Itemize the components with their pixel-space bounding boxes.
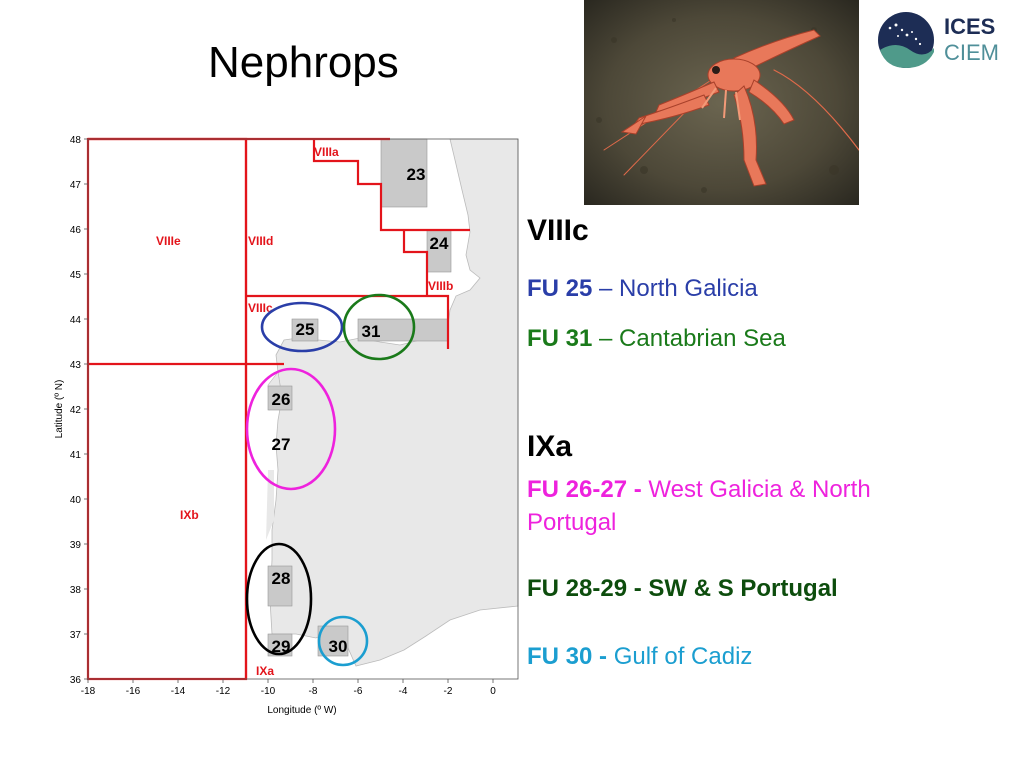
area-label-viiia: VIIIa bbox=[314, 145, 339, 159]
x-tick-label: -10 bbox=[261, 686, 276, 697]
fu2829-line: FU 28-29 - SW & S Portugal bbox=[527, 575, 838, 602]
x-tick-label: -8 bbox=[309, 686, 318, 697]
fu31-line: FU 31 – Cantabrian Sea bbox=[527, 325, 786, 353]
fu-label-29: 29 bbox=[272, 637, 291, 656]
y-tick-label: 45 bbox=[70, 270, 82, 281]
ixa-heading: IXa bbox=[527, 430, 573, 463]
area-label-ixa: IXa bbox=[256, 664, 274, 678]
ices-logo: ICES CIEM bbox=[876, 8, 1016, 70]
fu31-desc: – Cantabrian Sea bbox=[592, 325, 786, 352]
y-tick-label: 41 bbox=[70, 450, 82, 461]
y-tick-label: 47 bbox=[70, 180, 82, 191]
fu2627-desc: West Galicia & North bbox=[648, 476, 871, 503]
nephrops-photo bbox=[584, 0, 859, 205]
fu30-desc: Gulf of Cadiz bbox=[613, 643, 753, 670]
area-label-viiic: VIIIc bbox=[248, 301, 273, 315]
x-axis-title: Longitude (º W) bbox=[267, 705, 336, 716]
x-tick-label: -2 bbox=[444, 686, 453, 697]
area-label-ixb: IXb bbox=[180, 508, 199, 522]
fu-26-area bbox=[267, 385, 293, 411]
fu2627-code: FU 26-27 - bbox=[527, 476, 649, 503]
fu-30-area bbox=[317, 625, 349, 657]
logo-line2: CIEM bbox=[944, 40, 999, 65]
fu26-27-highlight bbox=[245, 367, 337, 491]
fu-label-30: 30 bbox=[329, 637, 348, 656]
fu2627-desc2: Portugal bbox=[527, 509, 617, 536]
fu30-highlight bbox=[317, 615, 369, 667]
fu-25-area bbox=[291, 318, 319, 342]
x-tick-label: -4 bbox=[399, 686, 408, 697]
fu31-code: FU 31 bbox=[527, 325, 593, 352]
fu-label-24: 24 bbox=[430, 234, 449, 253]
y-tick-label: 43 bbox=[70, 360, 82, 371]
fu-label-31: 31 bbox=[362, 322, 381, 341]
x-tick-label: -16 bbox=[126, 686, 141, 697]
fu2627-line: FU 26-27 - West Galicia & North Portugal bbox=[527, 473, 871, 539]
y-tick-label: 36 bbox=[70, 675, 82, 686]
fu25-highlight bbox=[260, 301, 344, 353]
fu-24-area bbox=[426, 229, 452, 273]
logo-line1: ICES bbox=[944, 14, 995, 39]
fu-29-area bbox=[267, 633, 293, 657]
viiic-heading: VIIIc bbox=[527, 214, 589, 247]
fu25-desc: – North Galicia bbox=[592, 275, 758, 302]
fu25-code: FU 25 bbox=[527, 275, 593, 302]
y-tick-label: 44 bbox=[70, 315, 82, 326]
area-label-viiib: VIIIb bbox=[428, 279, 453, 293]
ices-emblem-icon: ICES CIEM bbox=[878, 12, 999, 68]
x-tick-label: 0 bbox=[490, 686, 496, 697]
page-title: Nephrops bbox=[208, 38, 399, 87]
fu25-line: FU 25 – North Galicia bbox=[527, 275, 758, 303]
y-axis-title: Latitude (º N) bbox=[54, 380, 65, 439]
fu28-29-highlight bbox=[245, 542, 313, 656]
fu30-line: FU 30 - Gulf of Cadiz bbox=[527, 643, 752, 671]
fu-label-25: 25 bbox=[296, 320, 315, 339]
x-tick-label: -12 bbox=[216, 686, 231, 697]
y-tick-label: 42 bbox=[70, 405, 82, 416]
area-label-viiie: VIIIe bbox=[156, 234, 181, 248]
fu30-code: FU 30 - bbox=[527, 643, 614, 670]
land-mass bbox=[269, 138, 519, 667]
fu-23-area bbox=[380, 138, 428, 208]
fu-label-23: 23 bbox=[407, 165, 426, 184]
y-tick-label: 48 bbox=[70, 135, 82, 146]
y-tick-label: 46 bbox=[70, 225, 82, 236]
x-tick-label: -14 bbox=[171, 686, 186, 697]
y-tick-label: 38 bbox=[70, 585, 82, 596]
fu-label-28: 28 bbox=[272, 569, 291, 588]
nephrops-fu-map: VIIIa VIIIb VIIIc VIIId VIIIe IXa IXb 23… bbox=[54, 135, 519, 716]
x-tick-label: -6 bbox=[354, 686, 363, 697]
x-tick-label: -18 bbox=[81, 686, 96, 697]
y-tick-label: 37 bbox=[70, 630, 82, 641]
fu-label-26: 26 bbox=[272, 390, 291, 409]
y-tick-label: 40 bbox=[70, 495, 82, 506]
fu31-highlight bbox=[342, 293, 416, 361]
y-tick-label: 39 bbox=[70, 540, 82, 551]
area-label-viiid: VIIId bbox=[248, 234, 273, 248]
fu-28-area bbox=[267, 565, 293, 607]
fu-label-27: 27 bbox=[272, 435, 291, 454]
